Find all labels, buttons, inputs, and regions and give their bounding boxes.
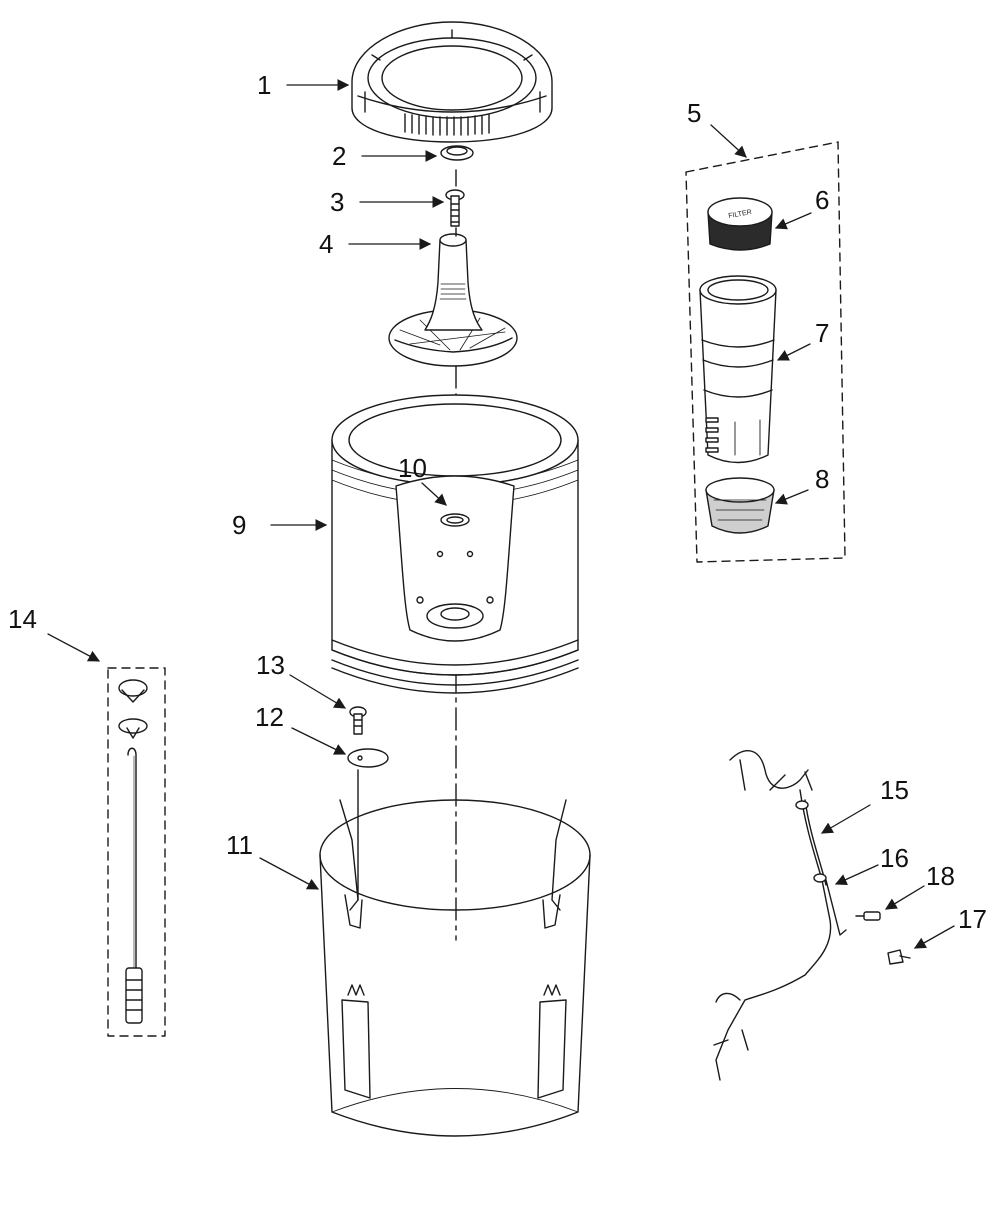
callout-1: 1 bbox=[257, 70, 272, 100]
callout-12: 12 bbox=[255, 702, 284, 732]
callout-4: 4 bbox=[319, 229, 334, 259]
callout-6: 6 bbox=[815, 185, 830, 215]
connector-part bbox=[855, 911, 881, 921]
callout-17: 17 bbox=[958, 904, 987, 934]
suspension-rod-part bbox=[107, 667, 166, 1037]
wire-harness-part bbox=[713, 750, 847, 1081]
callout-13: 13 bbox=[256, 650, 285, 680]
callout-8: 8 bbox=[815, 464, 830, 494]
clip-part bbox=[887, 949, 911, 965]
callout-11: 11 bbox=[226, 830, 253, 860]
callout-14: 14 bbox=[8, 604, 37, 634]
callout-16: 16 bbox=[880, 843, 909, 873]
callout-18: 18 bbox=[926, 861, 955, 891]
impeller-part bbox=[388, 233, 518, 367]
callout-15: 15 bbox=[880, 775, 909, 805]
filter-cap-text: FILTER bbox=[728, 209, 752, 220]
washer-part bbox=[347, 748, 389, 768]
callout-10: 10 bbox=[398, 453, 427, 483]
callout-2: 2 bbox=[332, 141, 347, 171]
ring-vents bbox=[404, 113, 490, 136]
callout-3: 3 bbox=[330, 187, 345, 217]
bolt-part bbox=[445, 189, 465, 227]
filter-assembly-part bbox=[685, 141, 846, 563]
leader-arrows bbox=[47, 79, 955, 949]
screw-part bbox=[349, 706, 367, 735]
outer-tub-part bbox=[319, 799, 591, 1137]
cap-part bbox=[440, 145, 474, 161]
callout-9: 9 bbox=[232, 510, 247, 540]
callout-5: 5 bbox=[687, 98, 702, 128]
basket-part bbox=[331, 394, 579, 694]
callout-7: 7 bbox=[815, 318, 830, 348]
tub-ring-part bbox=[351, 21, 553, 143]
